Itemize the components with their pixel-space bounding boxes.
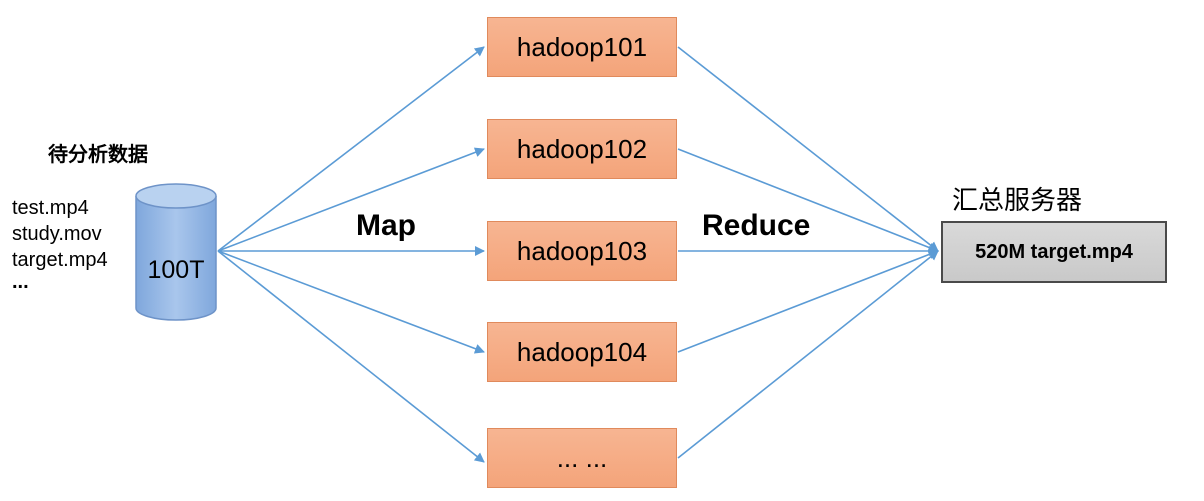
map-label: Map	[356, 209, 416, 242]
reduce-arrow-5	[677, 250, 939, 459]
node-hadoop103: hadoop103	[487, 221, 677, 281]
storage-size-label: 100T	[147, 256, 205, 284]
node-label: hadoop102	[516, 133, 648, 164]
node-hadoop102: hadoop102	[487, 119, 677, 179]
map-arrow-1	[217, 46, 485, 252]
database-cylinder-icon	[135, 183, 217, 321]
file-item-more: ...	[12, 271, 29, 293]
node-more: ... ...	[487, 428, 677, 488]
reduce-arrow-4	[677, 249, 939, 353]
map-arrow-5	[217, 250, 485, 463]
file-item: target.mp4	[12, 249, 108, 271]
file-item: study.mov	[12, 223, 102, 245]
file-item: test.mp4	[12, 197, 89, 219]
summary-server-title: 汇总服务器	[952, 186, 1083, 216]
result-box: 520M target.mp4	[941, 221, 1167, 283]
node-hadoop101: hadoop101	[487, 17, 677, 77]
reduce-arrow-2	[677, 148, 939, 253]
source-title: 待分析数据	[48, 142, 148, 166]
node-hadoop104: hadoop104	[487, 322, 677, 382]
node-label: hadoop104	[516, 336, 648, 367]
result-label: 520M target.mp4	[975, 240, 1133, 263]
node-label: hadoop101	[516, 31, 648, 62]
node-label: ... ...	[556, 442, 608, 473]
node-label: hadoop103	[516, 235, 648, 266]
reduce-arrow-1	[677, 46, 939, 252]
map-arrow-4	[217, 250, 485, 354]
map-arrow-2	[217, 147, 485, 252]
reduce-label: Reduce	[702, 209, 811, 242]
